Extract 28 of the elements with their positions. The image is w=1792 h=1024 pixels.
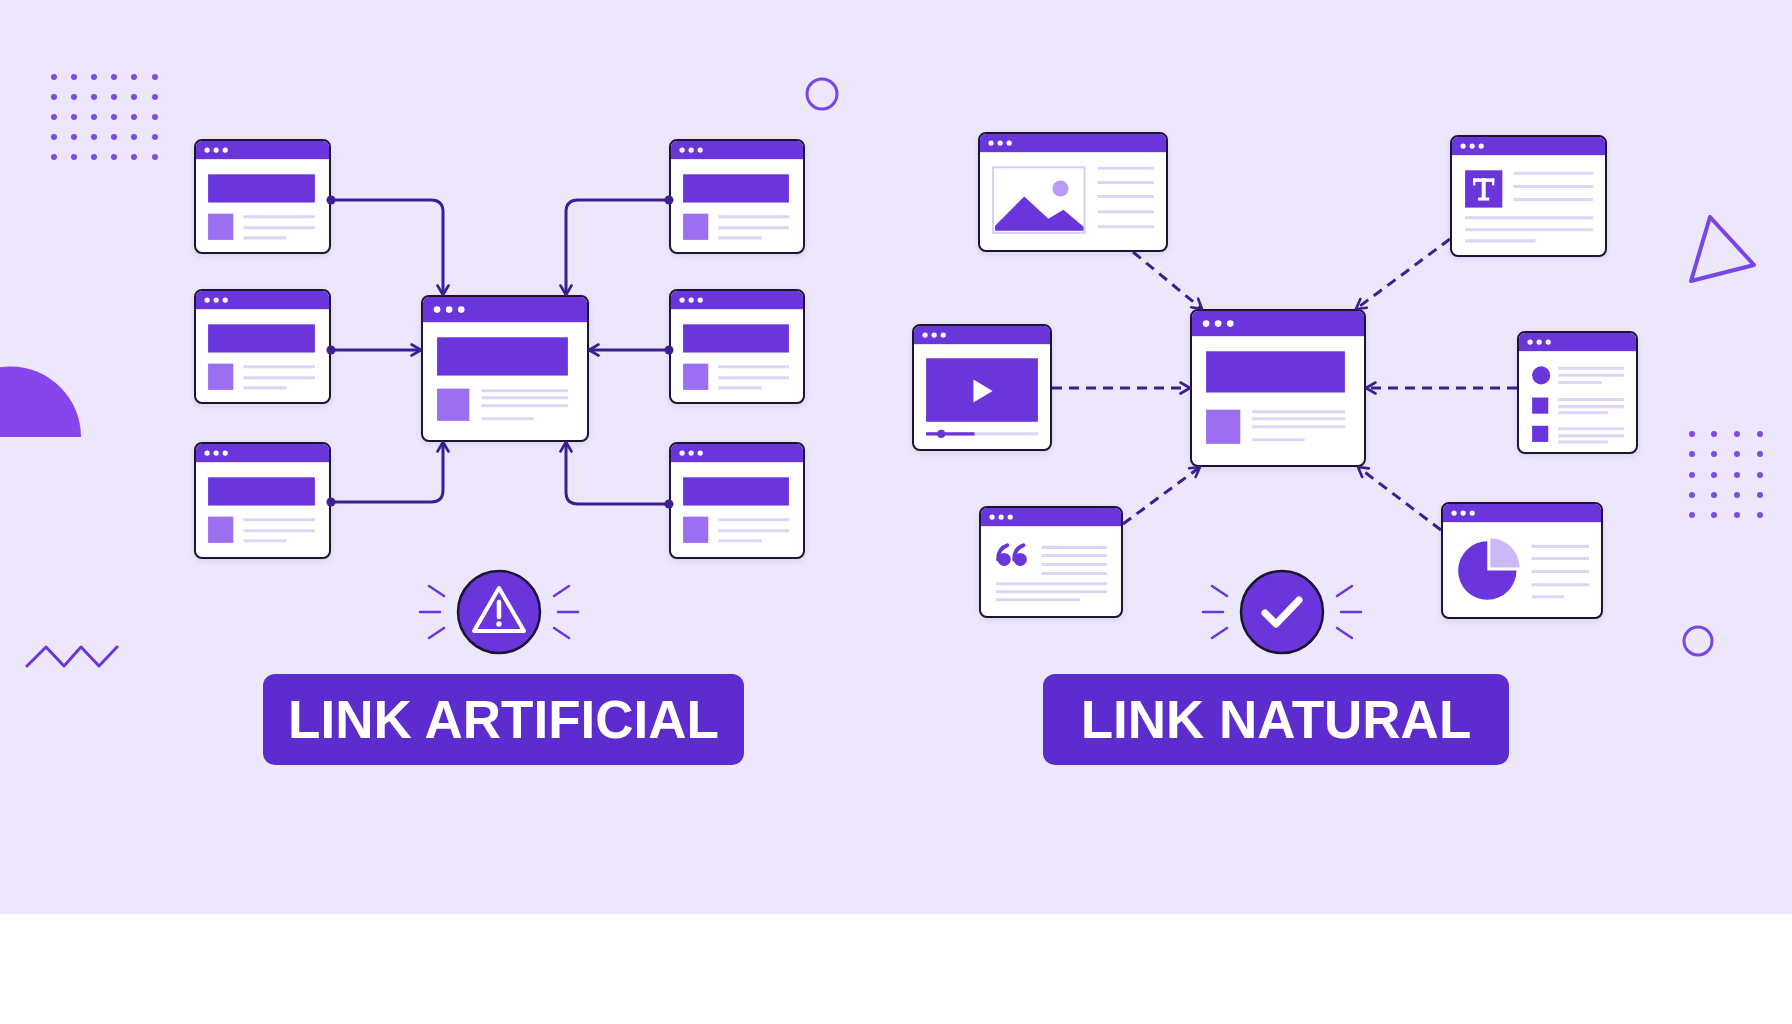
connector-arrow [326, 440, 450, 507]
browser-window [1441, 502, 1603, 619]
browser-window [194, 139, 331, 254]
connector-arrow [326, 195, 450, 297]
dashed-arrow [1356, 465, 1442, 532]
connector-arrow [587, 343, 674, 357]
dashed-arrow [1122, 465, 1202, 526]
dashed-arrow [1354, 237, 1451, 311]
browser-window [912, 324, 1052, 451]
dashed-arrow [1052, 381, 1192, 395]
title-banner: LINK ARTIFICIAL [263, 674, 744, 765]
dashed-arrow [1132, 250, 1204, 311]
browser-window [669, 289, 805, 404]
browser-window [978, 132, 1168, 252]
browser-window [421, 295, 589, 442]
connector-arrow [559, 440, 674, 509]
browser-window [669, 139, 805, 254]
connector-arrow [326, 343, 423, 357]
browser-window [194, 442, 331, 559]
browser-window [194, 289, 331, 404]
connector-arrow [559, 195, 674, 297]
browser-window [979, 506, 1123, 618]
browser-window [1190, 309, 1366, 467]
browser-window [1517, 331, 1638, 454]
title-banner: LINK NATURAL [1043, 674, 1509, 765]
browser-window [1450, 135, 1607, 257]
browser-window [669, 442, 805, 559]
dashed-arrow [1364, 381, 1517, 395]
